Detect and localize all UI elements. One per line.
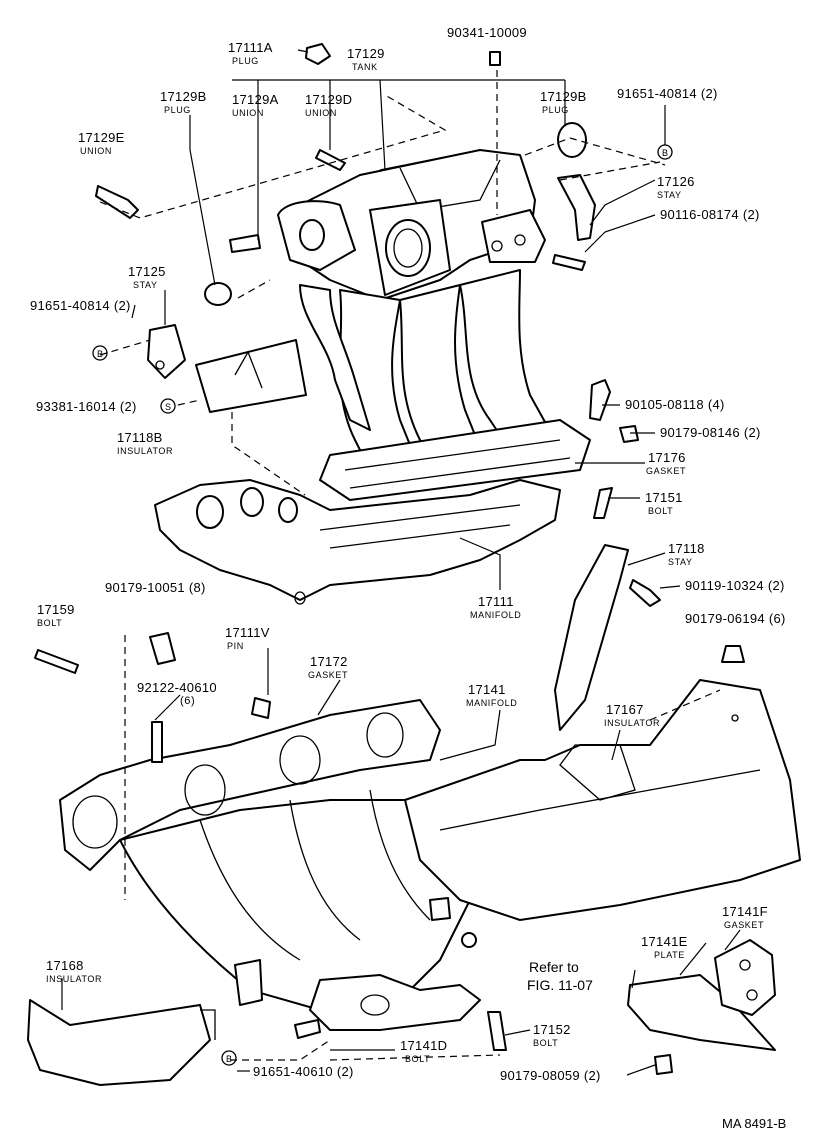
callout-90105-08118-number: 90105-08118 (4) [625,397,725,412]
figure-code: MA 8491-B [722,1116,786,1131]
symbol-markers: B B S B [92,144,673,1066]
callout-17129b-right-number: 17129B [540,89,587,104]
callout-17125-name: STAY [133,280,158,290]
callout-17159-name: BOLT [37,618,62,628]
callout-17129d-number: 17129D [305,92,352,107]
callout-17111a-name: PLUG [232,56,259,66]
callout-17141f-name: GASKET [724,920,764,930]
callout-17129-name: TANK [352,62,378,72]
callout-17111v-number: 17111V [225,625,270,640]
intake-manifold-drawing [95,43,661,731]
callout-17118b-name: INSULATOR [117,446,173,456]
callout-17129b-left-name: PLUG [164,105,191,115]
refer-line-2: FIG. 11-07 [527,977,593,993]
refer-line-1: Refer to [529,959,579,975]
callout-17172-number: 17172 [310,654,348,669]
callout-91651-40814-right-number: 91651-40814 (2) [617,86,718,101]
callout-17176-number: 17176 [648,450,686,465]
callout-17118b-number: 17118B [117,430,163,445]
callout-17129e-number: 17129E [78,130,125,145]
callout-17126-name: STAY [657,190,682,200]
callout-90179-08146-number: 90179-08146 (2) [660,425,761,440]
callout-17129d-name: UNION [305,108,337,118]
callout-17129e-name: UNION [80,146,112,156]
callout-17129a-name: UNION [232,108,264,118]
callout-17111-name: MANIFOLD [470,610,521,620]
callout-92122-40610-number: 92122-40610 [137,680,217,695]
callout-90119-10324-number: 90119-10324 (2) [685,578,785,593]
marker-b-3: B [226,1054,232,1064]
callout-17129b-left-number: 17129B [160,89,207,104]
callout-17167-name: INSULATOR [604,718,660,728]
callout-17111a-number: 17111A [228,40,273,55]
callout-17129b-right-name: PLUG [542,105,569,115]
callout-90179-06194-number: 90179-06194 (6) [685,611,786,626]
marker-b-1: B [662,148,668,158]
callout-17111-number: 17111 [478,594,514,609]
callout-17152-number: 17152 [533,1022,571,1037]
callout-17141f-number: 17141F [722,904,768,919]
callout-17172-name: GASKET [308,670,348,680]
callout-17111v-name: PIN [227,641,244,651]
callout-17168-name: INSULATOR [46,974,102,984]
callout-17141e-number: 17141E [641,934,688,949]
callout-17159-number: 17159 [37,602,75,617]
callout-17168-number: 17168 [46,958,84,973]
callout-labels: 17111A PLUG 17129 TANK 90341-10009 17129… [30,25,786,1131]
callout-93381-16014-number: 93381-16014 (2) [36,399,137,414]
callout-17141d-name: BOLT [405,1054,430,1064]
callout-17141-number: 17141 [468,682,506,697]
callout-17129-number: 17129 [347,46,385,61]
callout-90116-08174-number: 90116-08174 (2) [660,207,760,222]
callout-17167-number: 17167 [606,702,644,717]
assembly-lines [99,70,721,1061]
callout-17176-name: GASKET [646,466,686,476]
callout-90179-10051-number: 90179-10051 (8) [105,580,206,595]
callout-17126-number: 17126 [657,174,695,189]
callout-91651-40814-left-number: 91651-40814 (2) [30,298,131,313]
callout-17141d-number: 17141D [400,1038,447,1053]
callout-91651-40610-number: 91651-40610 (2) [253,1064,354,1079]
callout-17129a-number: 17129A [232,92,279,107]
callout-17125-number: 17125 [128,264,166,279]
marker-s-1: S [165,402,171,412]
callout-17151-name: BOLT [648,506,673,516]
callout-17118-name: STAY [668,557,693,567]
marker-b-2: B [97,349,103,359]
callout-17152-name: BOLT [533,1038,558,1048]
callout-90179-08059-number: 90179-08059 (2) [500,1068,601,1083]
callout-17118-number: 17118 [668,541,705,556]
callout-17141e-name: PLATE [654,950,685,960]
callout-17151-number: 17151 [645,490,683,505]
leader-lines [61,49,741,1076]
callout-90341-10009-number: 90341-10009 [447,25,527,40]
callout-17141-name: MANIFOLD [466,698,517,708]
exhaust-manifold-drawing [27,632,801,1086]
callout-92122-40610-qty: (6) [180,695,195,707]
